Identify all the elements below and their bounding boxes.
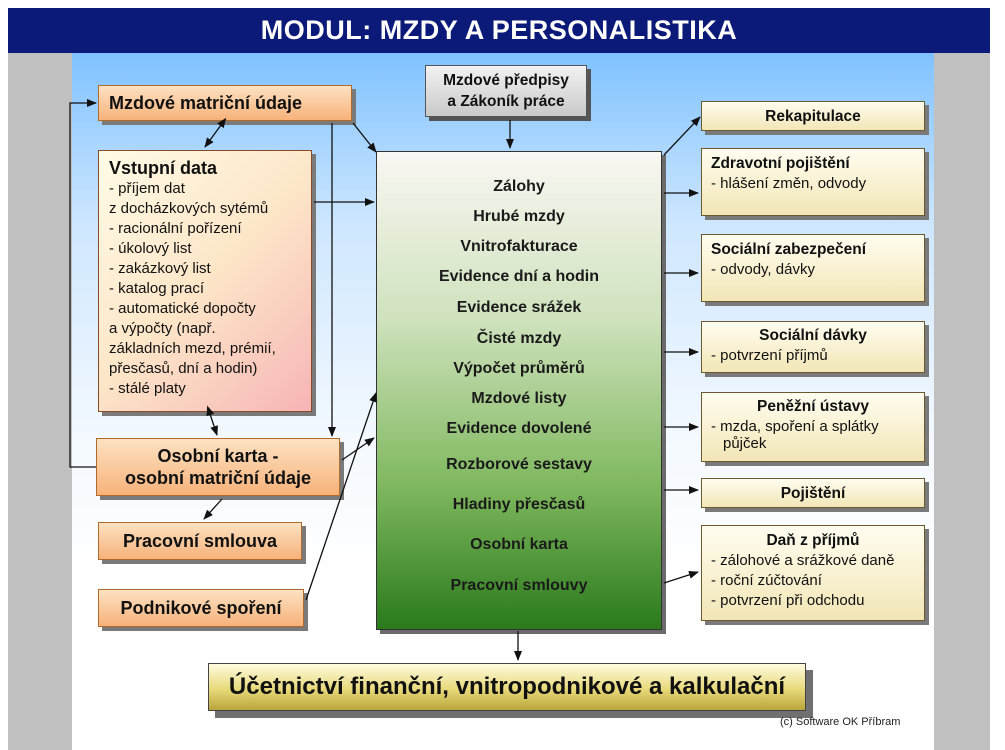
- input-data-item: - automatické dopočty: [109, 300, 256, 317]
- health-insurance-title: Zdravotní pojištění: [711, 155, 850, 172]
- input-data-box: Vstupní data - příjem dat z docházkových …: [98, 150, 312, 412]
- payroll-function-item: Hrubé mzdy: [473, 208, 565, 225]
- social-security-box: Sociální zabezpečení - odvody, dávky: [701, 234, 925, 302]
- arrow-savings-center: [305, 392, 377, 601]
- input-data-item: - zakázkový list: [109, 260, 211, 277]
- income-tax-item: - potvrzení při odchodu: [711, 592, 865, 609]
- arrow-personal-center: [341, 437, 375, 461]
- payroll-function-item: Čisté mzdy: [476, 330, 562, 347]
- copyright: (c) Software OK Příbram: [780, 716, 901, 728]
- arrow-matrix-center: [352, 122, 377, 153]
- employment-contract-box: Pracovní smlouva: [98, 522, 302, 560]
- input-data-item: - úkolový list: [109, 240, 192, 257]
- input-data-item: přesčasů, dní a hodin): [109, 360, 258, 377]
- health-insurance-line: - hlášení změn, odvody: [711, 175, 867, 192]
- payroll-function-item: Evidence dní a hodin: [438, 268, 600, 285]
- income-tax-list: - zálohové a srážkové daně - roční zúčtov…: [711, 551, 924, 611]
- input-data-item: z docházkových sytémů: [109, 200, 269, 217]
- insurance-box: Pojištění: [701, 478, 925, 508]
- legislation-line2: a Zákoník práce: [447, 93, 565, 110]
- input-data-title: Vstupní data: [109, 158, 218, 178]
- arrow-center-tax: [663, 570, 699, 584]
- input-data-item: - příjem dat: [109, 180, 185, 197]
- income-tax-box: Daň z příjmů - zálohové a srážkové daně-…: [701, 525, 925, 621]
- payroll-function-item: Evidence dovolené: [446, 420, 592, 437]
- payroll-function-item: Pracovní smlouvy: [450, 577, 588, 594]
- financial-institutions-line1: - mzda, spoření a splátky: [711, 418, 879, 435]
- arrow-personal-contract: [203, 498, 223, 520]
- payroll-function-item: Osobní karta: [470, 536, 568, 553]
- input-data-item: a výpočty (např.: [109, 320, 216, 337]
- input-data-item: - racionální pořízení: [109, 220, 242, 237]
- arrow-personal-to-matrix: [69, 99, 97, 468]
- page-title: MODUL: MZDY A PERSONALISTIKA: [8, 8, 990, 53]
- social-security-line: - odvody, dávky: [711, 261, 815, 278]
- payroll-function-item: Hladiny přesčasů: [452, 496, 586, 513]
- arrow-matrix-input: [204, 117, 227, 148]
- income-tax-item: - zálohové a srážkové daně: [711, 552, 895, 569]
- personal-card-line2: osobní matriční údaje: [124, 468, 312, 488]
- payroll-function-item: Výpočet průměrů: [453, 360, 585, 377]
- input-data-item: - katalog prací: [109, 280, 205, 297]
- social-benefits-box: Sociální dávky - potvrzení příjmů: [701, 321, 925, 373]
- health-insurance-box: Zdravotní pojištění - hlášení změn, odvo…: [701, 148, 925, 216]
- income-tax-title: Daň z příjmů: [766, 532, 860, 549]
- legislation-line1: Mzdové předpisy: [443, 72, 569, 89]
- personal-card-box: Osobní karta - osobní matriční údaje: [96, 438, 340, 496]
- input-data-list: - příjem dat z docházkových sytémů - racio…: [109, 179, 311, 399]
- payroll-function-item: Vnitrofakturace: [460, 238, 578, 255]
- payroll-function-item: Mzdové listy: [471, 390, 567, 407]
- social-benefits-title: Sociální dávky: [759, 327, 867, 344]
- input-data-item: základních mezd, prémií,: [109, 340, 276, 357]
- financial-institutions-line2: půjček: [723, 435, 767, 452]
- matrix-data-box: Mzdové matriční údaje: [98, 85, 352, 121]
- company-savings-box: Podnikové spoření: [98, 589, 304, 627]
- social-benefits-line: - potvrzení příjmů: [711, 347, 828, 364]
- input-data-item: - stálé platy: [109, 380, 186, 397]
- income-tax-item: - roční zúčtování: [711, 572, 822, 589]
- social-security-title: Sociální zabezpečení: [711, 241, 867, 258]
- personal-card-line1: Osobní karta -: [157, 446, 279, 466]
- legislation-box: Mzdové předpisy a Zákoník práce: [425, 65, 587, 117]
- financial-institutions-title: Peněžní ústavy: [757, 398, 869, 415]
- payroll-function-item: Rozborové sestavy: [446, 456, 592, 473]
- arrow-center-recap: [663, 116, 701, 156]
- recap-box: Rekapitulace: [701, 101, 925, 131]
- financial-institutions-box: Peněžní ústavy - mzda, spoření a splátky…: [701, 392, 925, 462]
- arrow-input-personal: [206, 405, 218, 436]
- accounting-box: Účetnictví finanční, vnitropodnikové a k…: [208, 663, 806, 711]
- payroll-function-item: Evidence srážek: [456, 299, 582, 316]
- payroll-function-item: Zálohy: [493, 178, 545, 195]
